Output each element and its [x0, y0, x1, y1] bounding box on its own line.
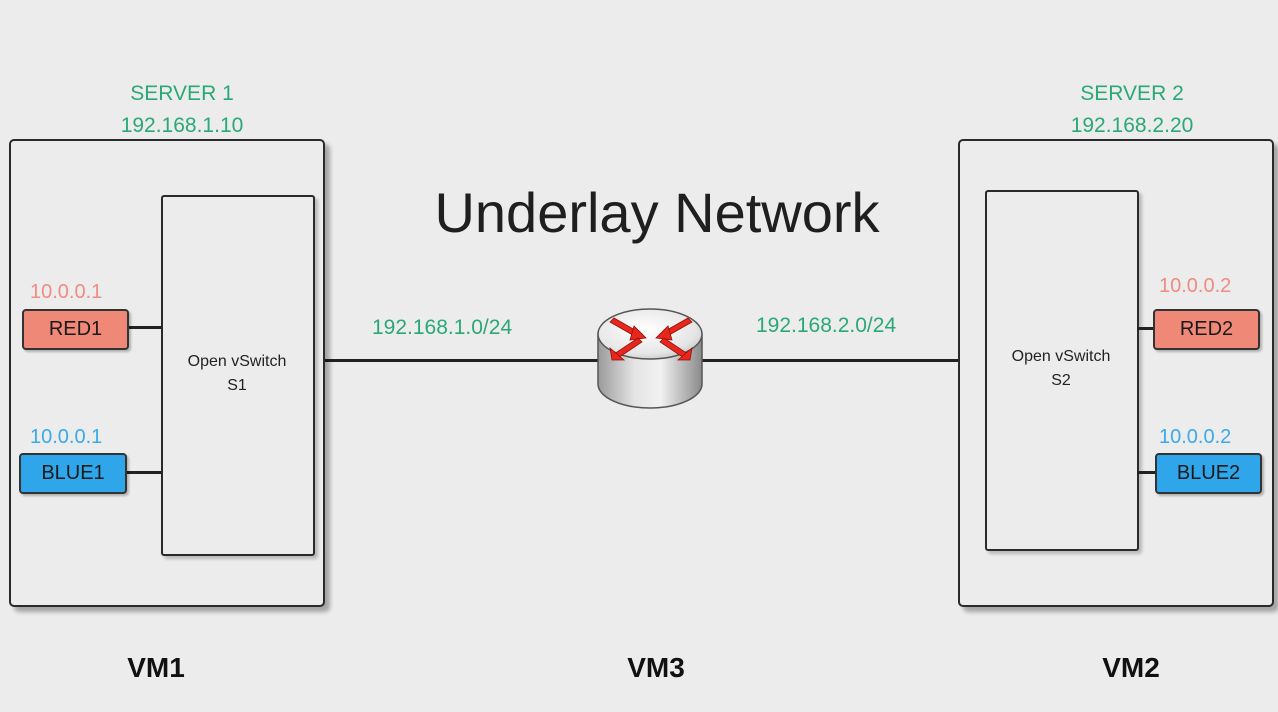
vm2-label: VM2 — [1102, 652, 1160, 683]
switch-s2-line2: S2 — [1051, 372, 1071, 389]
red1-link — [127, 326, 161, 329]
switch-s2-label: Open vSwitch S2 — [986, 345, 1136, 393]
server2-name: SERVER 2 — [1080, 82, 1184, 105]
red1-box: RED1 — [22, 309, 129, 350]
blue1-link — [125, 471, 161, 474]
blue1-ip: 10.0.0.1 — [30, 426, 103, 448]
subnet-right: 192.168.2.0/24 — [756, 314, 897, 337]
vm3-label: VM3 — [627, 652, 685, 683]
switch-s2 — [985, 190, 1139, 551]
switch-s1-line1: Open vSwitch — [187, 353, 287, 370]
blue2-ip: 10.0.0.2 — [1159, 426, 1232, 448]
blue2-link — [1137, 471, 1157, 474]
switch-s1 — [161, 195, 315, 556]
blue2-box: BLUE2 — [1155, 453, 1262, 494]
red1-ip: 10.0.0.1 — [30, 281, 103, 303]
switch-s1-label: Open vSwitch S1 — [162, 350, 312, 398]
switch-s2-line1: Open vSwitch — [1011, 348, 1111, 365]
red2-ip: 10.0.0.2 — [1159, 275, 1232, 297]
subnet-left: 192.168.1.0/24 — [372, 316, 513, 339]
server1-ip: 192.168.1.10 — [120, 114, 244, 137]
diagram-title: Underlay Network — [434, 181, 880, 244]
switch-s1-line2: S1 — [227, 377, 247, 394]
vm1-label: VM1 — [127, 652, 185, 683]
link-s1-router — [314, 359, 604, 362]
blue1-box: BLUE1 — [19, 453, 127, 494]
router-icon — [597, 308, 703, 409]
link-router-s2 — [700, 359, 988, 362]
red2-box: RED2 — [1153, 309, 1260, 350]
red2-link — [1137, 327, 1155, 330]
server1-name: SERVER 1 — [130, 82, 234, 105]
server2-ip: 192.168.2.20 — [1070, 114, 1194, 137]
